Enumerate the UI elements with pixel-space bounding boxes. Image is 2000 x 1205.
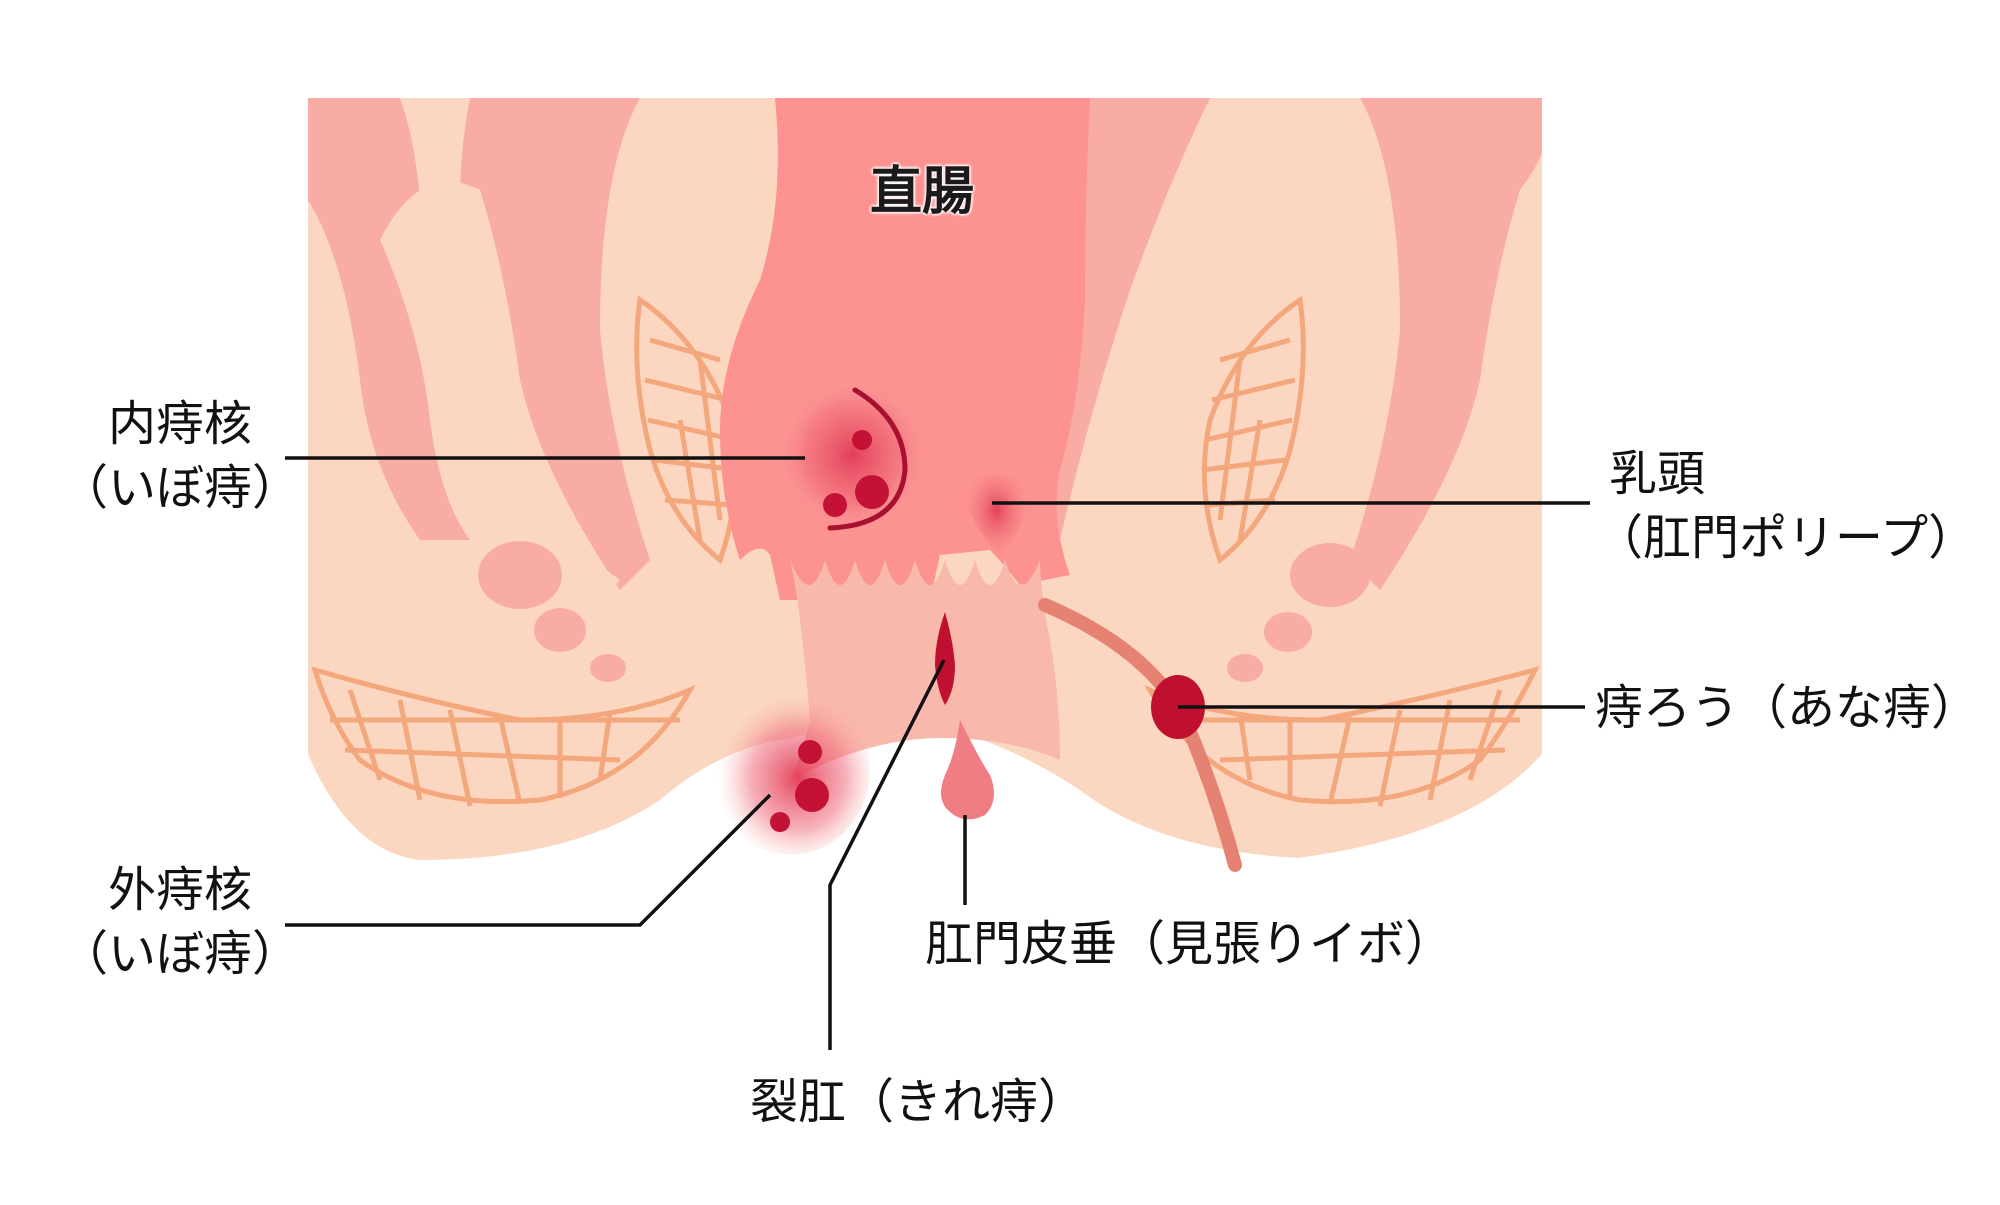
internal-hemorrhoid-outline	[827, 387, 908, 531]
skin-tag	[941, 720, 994, 820]
fat-ridge-right-2	[1110, 98, 1330, 580]
papilla	[968, 475, 1025, 555]
label-internal-hemorrhoid: 内痔核 （いぼ痔）	[60, 392, 300, 520]
label-line: 外痔核	[107, 862, 252, 918]
label-rectum: 直腸	[870, 162, 975, 222]
leader-lines	[285, 456, 1590, 1050]
external-hemorrhoid-dot	[798, 740, 822, 764]
internal-hemorrhoid-dot	[823, 493, 847, 517]
fat-ridge-left	[400, 98, 620, 600]
external-hemorrhoid-dot	[795, 778, 829, 812]
label-papilla: 乳頭 （肛門ポリープ）	[1595, 442, 1976, 570]
levator-muscle-left	[308, 98, 650, 590]
leader-anal-fissure	[828, 659, 946, 1050]
external-hemorrhoid-glow	[710, 685, 870, 855]
fat-lobules	[478, 541, 1370, 682]
label-external-hemorrhoid: 外痔核 （いぼ痔）	[60, 858, 300, 986]
label-anal-fistula: 痔ろう（あな痔）	[1595, 680, 1980, 736]
anal-fissure	[935, 612, 955, 705]
internal-hemorrhoid-dot	[855, 475, 889, 509]
label-line: （肛門ポリープ）	[1595, 510, 1977, 566]
label-line: （いぼ痔）	[60, 460, 301, 516]
label-line: （いぼ痔）	[60, 926, 301, 982]
internal-hemorrhoid-dot	[852, 430, 872, 450]
external-hemorrhoid-dot	[770, 812, 790, 832]
levator-muscle-right	[1350, 98, 1542, 590]
fat-ridge-right	[1030, 98, 1210, 560]
label-line: 内痔核	[107, 396, 252, 452]
label-line: 乳頭	[1609, 446, 1706, 502]
leader-external-hemorrhoid	[285, 793, 772, 927]
label-anal-fissure: 裂肛（きれ痔）	[750, 1074, 1087, 1130]
label-skin-tag: 肛門皮垂（見張りイボ）	[925, 916, 1454, 972]
